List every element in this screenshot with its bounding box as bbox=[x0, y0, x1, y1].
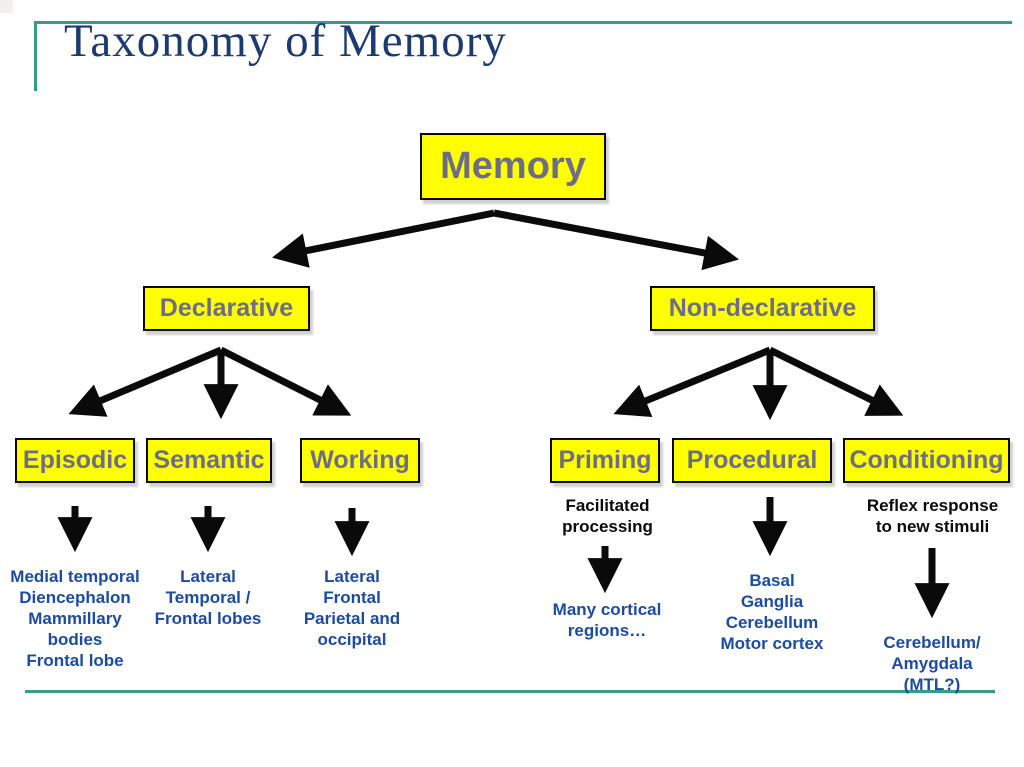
arrow-declarative-episodic-icon bbox=[68, 346, 223, 417]
node-priming[interactable]: Priming bbox=[550, 438, 660, 483]
node-working[interactable]: Working bbox=[300, 438, 420, 483]
arrow-declarative-working-icon bbox=[219, 346, 352, 416]
arrow-memory-nondeclarative-icon bbox=[493, 209, 740, 271]
corner-decoration bbox=[0, 0, 13, 13]
page-title: Taxonomy of Memory bbox=[64, 15, 507, 67]
node-non-declarative[interactable]: Non-declarative bbox=[650, 286, 875, 331]
title-rule-top bbox=[35, 21, 1012, 24]
node-conditioning[interactable]: Conditioning bbox=[843, 438, 1010, 483]
conditioning-brain-regions-label: Cerebellum/ Amygdala (MTL?) bbox=[883, 633, 981, 694]
episodic-brain-regions-label: Medial temporal Diencephalon Mammillary … bbox=[10, 567, 140, 670]
working-brain-regions-label: Lateral Frontal Parietal and occipital bbox=[303, 567, 401, 649]
arrow-memory-declarative-icon bbox=[271, 209, 495, 268]
priming-note-label: Facilitated processing bbox=[562, 496, 653, 536]
footer-rule bbox=[25, 690, 995, 693]
conditioning-note-label: Reflex response to new stimuli bbox=[866, 496, 999, 536]
semantic-brain-regions-label: Lateral Temporal / Frontal lobes bbox=[154, 567, 262, 628]
node-episodic[interactable]: Episodic bbox=[15, 438, 135, 483]
node-semantic[interactable]: Semantic bbox=[146, 438, 272, 483]
node-declarative[interactable]: Declarative bbox=[143, 286, 310, 331]
arrow-nondeclarative-conditioning-icon bbox=[768, 346, 904, 416]
node-procedural[interactable]: Procedural bbox=[672, 438, 832, 483]
node-memory[interactable]: Memory bbox=[420, 133, 606, 200]
procedural-brain-regions-label: Basal Ganglia Cerebellum Motor cortex bbox=[720, 571, 824, 653]
title-rule-left bbox=[34, 21, 37, 91]
arrow-nondeclarative-priming-icon bbox=[613, 346, 772, 418]
priming-brain-regions-label: Many cortical regions… bbox=[552, 600, 662, 640]
